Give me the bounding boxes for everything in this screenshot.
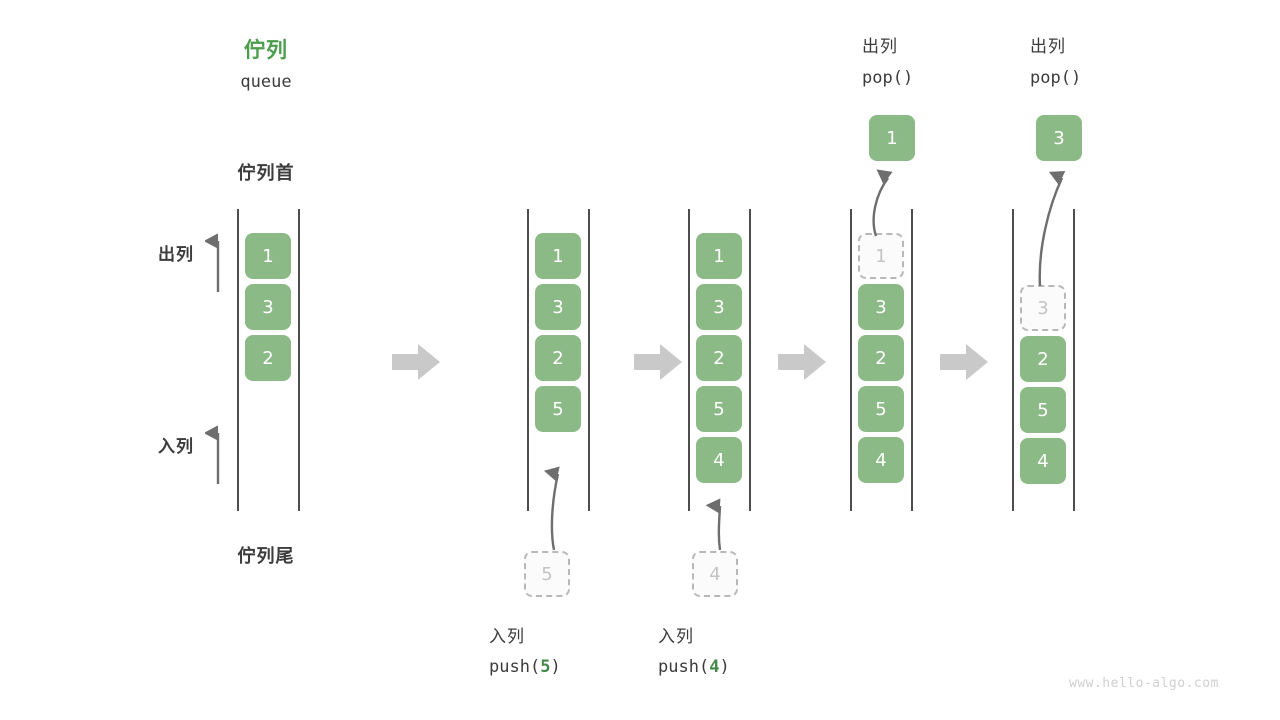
push-5-code-suffix: ) bbox=[550, 657, 561, 677]
stage-3-rail-left bbox=[688, 209, 690, 511]
push-5-floating-cell: 5 bbox=[524, 551, 570, 597]
queue-cell: 3 bbox=[535, 284, 581, 330]
step-arrow-icon bbox=[778, 344, 826, 380]
pop-1-label-cn: 出列 bbox=[862, 37, 898, 57]
queue-cell: 1 bbox=[245, 233, 291, 279]
push-5-arrow-icon bbox=[543, 466, 560, 551]
queue-cell-ghost: 3 bbox=[1020, 285, 1066, 331]
push-4-label-cn: 入列 bbox=[658, 627, 694, 647]
step-arrow-icon bbox=[940, 344, 988, 380]
queue-head-label: 佇列首 bbox=[237, 163, 295, 184]
push-5-label-code: push(5) bbox=[489, 657, 649, 677]
queue-cell: 4 bbox=[858, 437, 904, 483]
pop-1-label-code: pop() bbox=[862, 68, 914, 88]
pop-3-result-cell: 3 bbox=[1036, 115, 1082, 161]
diagram-title-en: queue bbox=[240, 72, 292, 92]
push-4-arrow-icon bbox=[705, 498, 722, 551]
queue-cell: 4 bbox=[696, 437, 742, 483]
queue-cell: 2 bbox=[535, 335, 581, 381]
enqueue-direction-arrow-icon bbox=[205, 425, 220, 484]
dequeue-direction-label: 出列 bbox=[158, 245, 194, 265]
push-4-code-arg: 4 bbox=[709, 657, 720, 677]
queue-cell: 3 bbox=[696, 284, 742, 330]
push-4-code-suffix: ) bbox=[719, 657, 730, 677]
queue-cell: 3 bbox=[245, 284, 291, 330]
stage-2-rail-right bbox=[588, 209, 590, 511]
queue-cell: 5 bbox=[1020, 387, 1066, 433]
pop-3-arrow-icon bbox=[1038, 171, 1066, 287]
queue-cell: 2 bbox=[696, 335, 742, 381]
queue-cell: 5 bbox=[535, 386, 581, 432]
queue-cell: 1 bbox=[535, 233, 581, 279]
queue-cell-ghost: 1 bbox=[858, 233, 904, 279]
step-arrow-icon bbox=[392, 344, 440, 380]
queue-cell: 5 bbox=[858, 386, 904, 432]
dequeue-direction-arrow-icon bbox=[205, 233, 220, 292]
step-arrow-icon bbox=[634, 344, 682, 380]
stage-1-cells: 1 3 2 bbox=[245, 233, 291, 381]
push-4-code-prefix: push( bbox=[658, 657, 710, 677]
stage-3-rail-right bbox=[749, 209, 751, 511]
stage-2-rail-left bbox=[527, 209, 529, 511]
pop-3-label-cn: 出列 bbox=[1030, 37, 1066, 57]
queue-cell: 5 bbox=[696, 386, 742, 432]
queue-cell: 2 bbox=[858, 335, 904, 381]
stage-4-rail-left bbox=[850, 209, 852, 511]
push-4-label-code: push(4) bbox=[658, 657, 818, 677]
push-5-code-prefix: push( bbox=[489, 657, 541, 677]
queue-tail-label: 佇列尾 bbox=[237, 546, 295, 567]
push-5-code-arg: 5 bbox=[540, 657, 551, 677]
queue-cell: 2 bbox=[1020, 336, 1066, 382]
queue-cell: 1 bbox=[696, 233, 742, 279]
queue-cell: 4 bbox=[1020, 438, 1066, 484]
pop-1-arrow-icon bbox=[872, 169, 893, 237]
stage-5-rail-left bbox=[1012, 209, 1014, 511]
stage-2-cells: 1 3 2 5 bbox=[535, 233, 581, 432]
enqueue-direction-label: 入列 bbox=[158, 437, 194, 457]
stage-1-rail-left bbox=[237, 209, 239, 511]
stage-3-cells: 1 3 2 5 4 bbox=[696, 233, 742, 483]
pop-1-result-cell: 1 bbox=[869, 115, 915, 161]
stage-1-rail-right bbox=[298, 209, 300, 511]
stage-4-rail-right bbox=[911, 209, 913, 511]
push-5-label-cn: 入列 bbox=[489, 627, 525, 647]
watermark: www.hello-algo.com bbox=[1069, 676, 1219, 691]
diagram-title-cn: 佇列 bbox=[244, 38, 288, 62]
queue-cell: 2 bbox=[245, 335, 291, 381]
stage-4-cells: 1 3 2 5 4 bbox=[858, 233, 904, 483]
pop-3-label-code: pop() bbox=[1030, 68, 1082, 88]
push-4-floating-cell: 4 bbox=[692, 551, 738, 597]
stage-5-cells: 3 2 5 4 bbox=[1020, 285, 1066, 484]
stage-5-rail-right bbox=[1073, 209, 1075, 511]
queue-cell: 3 bbox=[858, 284, 904, 330]
